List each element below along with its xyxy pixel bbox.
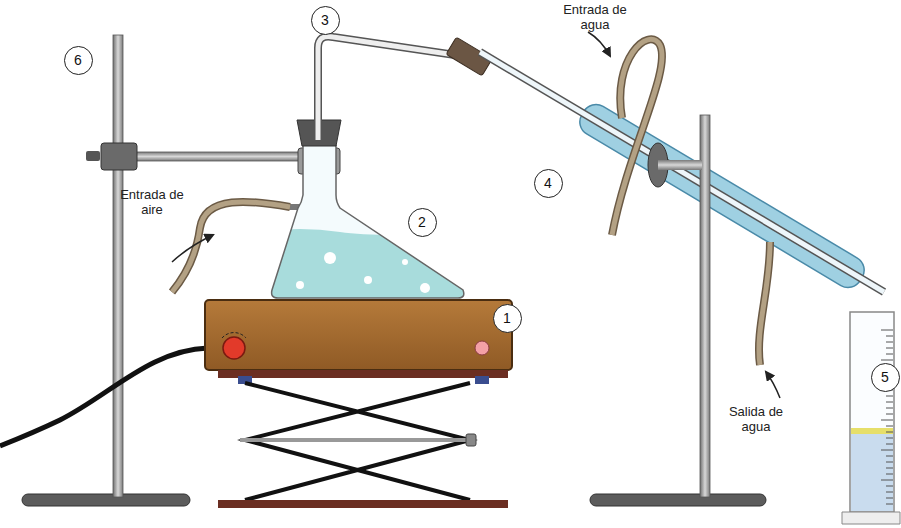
flow-label: Salida de agua xyxy=(724,405,788,435)
condenser xyxy=(480,52,884,293)
callout-circle: 4 xyxy=(534,169,563,198)
tick-mark xyxy=(881,360,893,361)
callout-number: 4 xyxy=(544,176,552,190)
tick-mark xyxy=(886,354,893,355)
right-stand xyxy=(590,115,766,506)
tick-mark xyxy=(886,348,893,349)
power-cable xyxy=(0,348,208,446)
callout-circle: 2 xyxy=(408,208,437,237)
callout-number: 1 xyxy=(503,311,511,325)
erlenmeyer-flask xyxy=(260,120,480,300)
tick-mark xyxy=(881,420,893,421)
tick-mark xyxy=(886,336,893,337)
tick-mark xyxy=(881,330,893,331)
tick-mark xyxy=(886,486,893,487)
tick-mark xyxy=(886,408,893,409)
tick-mark xyxy=(886,396,893,397)
tick-mark xyxy=(881,450,893,451)
flask-clamp xyxy=(86,143,340,174)
tick-mark xyxy=(886,474,893,475)
callout-number: 3 xyxy=(321,13,329,27)
tick-mark xyxy=(886,414,893,415)
flow-label: Entrada de aire xyxy=(120,188,184,218)
callout-number: 6 xyxy=(74,53,82,67)
tick-mark xyxy=(886,468,893,469)
water-hoses xyxy=(588,32,780,398)
tick-mark xyxy=(886,432,893,433)
callout-circle: 6 xyxy=(64,46,93,75)
tick-mark xyxy=(886,402,893,403)
tick-mark xyxy=(886,444,893,445)
callout-number: 2 xyxy=(418,215,426,229)
tick-mark xyxy=(881,480,893,481)
left-stand xyxy=(22,35,190,506)
tick-mark xyxy=(886,504,893,505)
flow-label: Entrada de agua xyxy=(563,3,627,33)
tick-mark xyxy=(886,438,893,439)
hot-plate xyxy=(205,300,512,370)
tick-mark xyxy=(886,462,893,463)
callout-circle: 3 xyxy=(311,6,340,35)
tick-mark xyxy=(886,492,893,493)
tick-mark xyxy=(886,498,893,499)
graduated-cylinder xyxy=(842,312,900,524)
tick-mark xyxy=(886,342,893,343)
callout-number: 5 xyxy=(881,370,889,384)
lab-jack xyxy=(218,370,508,508)
tick-mark xyxy=(886,426,893,427)
callout-circle: 1 xyxy=(493,304,522,333)
tick-mark xyxy=(886,456,893,457)
delivery-tube xyxy=(318,36,492,140)
callout-circle: 5 xyxy=(871,363,900,392)
